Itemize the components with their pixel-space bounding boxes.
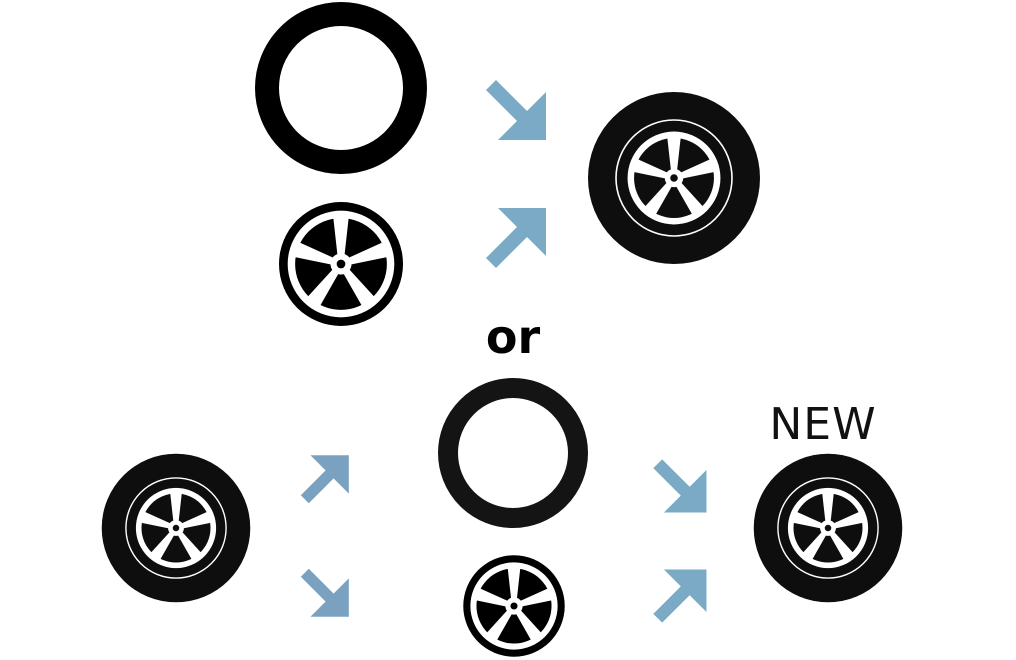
top-tire-ring-icon bbox=[255, 2, 427, 174]
bottom-tire-ring-icon bbox=[438, 378, 588, 528]
bottom-wheel-rim-icon bbox=[458, 552, 570, 660]
or-label: or bbox=[485, 310, 541, 364]
new-label: NEW bbox=[769, 399, 877, 450]
new-mounted-wheel-icon bbox=[752, 452, 904, 604]
bottom-arrow-up-right-icon-2 bbox=[648, 566, 710, 628]
top-wheel-rim-icon bbox=[275, 198, 407, 330]
bottom-arrow-up-right-icon bbox=[296, 452, 352, 508]
bottom-arrow-down-right-icon-2 bbox=[648, 454, 710, 516]
bottom-arrow-down-right-icon bbox=[296, 564, 352, 620]
top-arrow-up-right-icon bbox=[480, 204, 550, 274]
top-mounted-wheel-icon bbox=[586, 90, 762, 266]
old-mounted-wheel-icon bbox=[100, 452, 252, 604]
top-arrow-down-right-icon bbox=[480, 74, 550, 144]
